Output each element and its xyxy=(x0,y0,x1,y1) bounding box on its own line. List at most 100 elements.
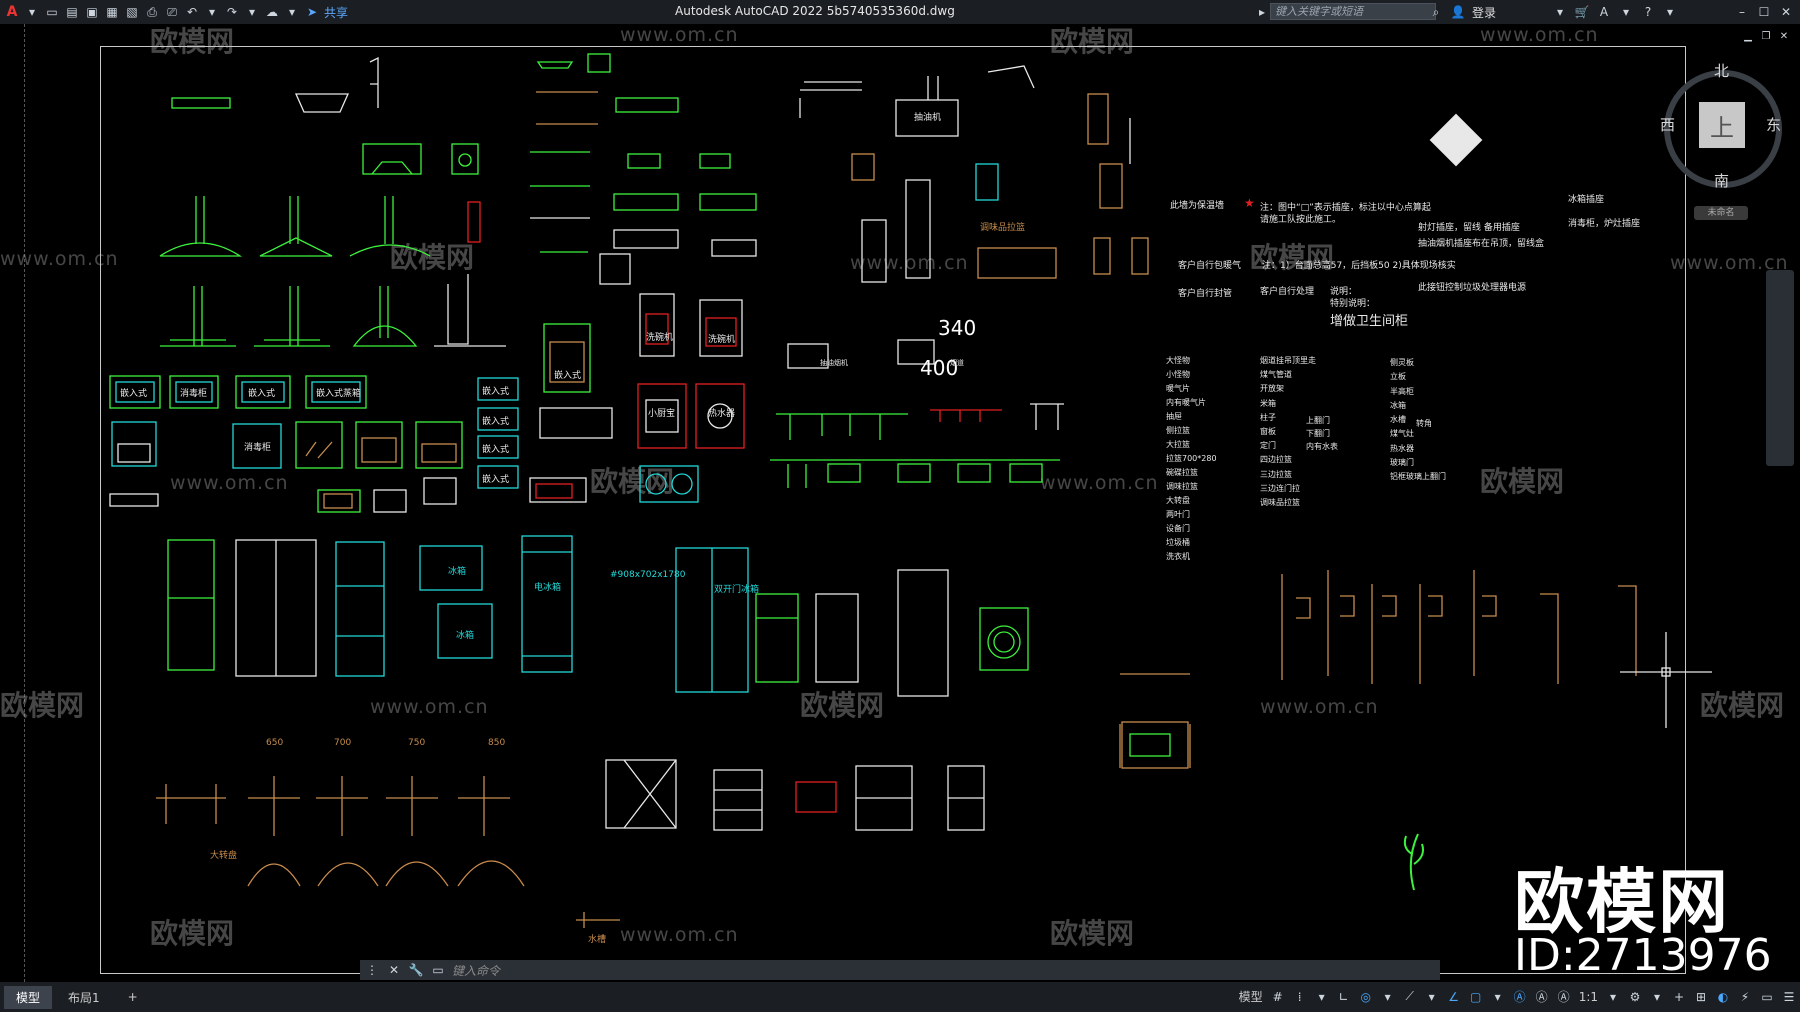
share-arrow-icon[interactable]: ➤ xyxy=(306,5,318,19)
legend-item: 冰箱 xyxy=(1390,400,1406,410)
compass-east[interactable]: 东 xyxy=(1766,116,1782,134)
user-icon[interactable]: 👤 xyxy=(1450,5,1466,19)
model-space-button[interactable]: 模型 xyxy=(1238,990,1263,1004)
object-snap-icon[interactable]: ▢ xyxy=(1470,989,1482,1004)
wcs-menu[interactable]: 未命名 xyxy=(1694,206,1748,220)
scale-dropdown-icon[interactable]: ▾ xyxy=(1609,989,1617,1004)
legend-item: 水槽 xyxy=(1390,415,1406,425)
command-prompt-icon[interactable]: ▭ xyxy=(432,963,444,977)
command-line[interactable]: ⋮ ✕ 🔧 ▭ 键入命令 xyxy=(360,960,1440,980)
command-close-icon[interactable]: ✕ xyxy=(388,963,400,977)
autodesk-a360-icon[interactable]: A xyxy=(1599,5,1609,19)
compass-south[interactable]: 南 xyxy=(1714,172,1730,190)
print-icon[interactable]: ⎚ xyxy=(167,4,177,19)
doc-minimize-icon[interactable]: ▁ xyxy=(1744,30,1752,42)
publish-icon[interactable]: ▧ xyxy=(126,5,138,19)
osnap-dropdown-icon[interactable]: ▾ xyxy=(1494,989,1501,1004)
tab-model[interactable]: 模型 xyxy=(4,985,53,1009)
autocad-app-icon[interactable]: A xyxy=(6,4,18,20)
annotation-scale-icon[interactable]: Ⓐ xyxy=(1557,990,1570,1004)
height-label-700: 700 xyxy=(334,738,352,748)
compass-west[interactable]: 西 xyxy=(1660,116,1676,134)
legend-corner: 转角 xyxy=(1416,419,1432,428)
iso-dropdown-icon[interactable]: ▾ xyxy=(1428,989,1435,1004)
note-bathroom: 增做卫生间柜 xyxy=(1330,314,1409,329)
add-layout-button[interactable]: + xyxy=(127,990,138,1004)
cart-icon[interactable]: 🛒 xyxy=(1574,5,1590,19)
legend-item: 两叶门 xyxy=(1166,510,1190,519)
ortho-icon[interactable]: ∟ xyxy=(1338,989,1349,1004)
viewcube-ring[interactable] xyxy=(1664,70,1782,188)
snap-dropdown-icon[interactable]: ▾ xyxy=(1318,989,1325,1004)
isolate-objects-icon[interactable]: ◐ xyxy=(1717,989,1729,1004)
watermark-text: 欧模网 xyxy=(1050,25,1135,58)
watermark-url-text: www.om.cn xyxy=(850,252,969,274)
search-icon[interactable]: ⌕ xyxy=(1432,4,1440,19)
workspace-dropdown-icon[interactable]: ▾ xyxy=(1653,989,1661,1004)
a360-dropdown-icon[interactable]: ▾ xyxy=(1622,5,1630,19)
hardware-acceleration-icon[interactable]: ⚡ xyxy=(1740,989,1750,1004)
login-dropdown-icon[interactable]: ▾ xyxy=(1556,5,1564,19)
compass-north[interactable]: 北 xyxy=(1714,62,1730,80)
dropdown-arrow-icon[interactable]: ▾ xyxy=(28,5,36,19)
units-icon[interactable]: ⊞ xyxy=(1695,989,1707,1004)
workspace-gear-icon[interactable]: ⚙ xyxy=(1629,989,1641,1004)
new-file-icon[interactable]: ▭ xyxy=(46,5,58,19)
undo-icon[interactable]: ↶ xyxy=(186,5,198,19)
login-button[interactable]: 登录 xyxy=(1471,5,1496,20)
drawing-canvas[interactable]: ▁ ❐ ✕ 欧模网 欧模网 www.om.cn www.om.cn www.om… xyxy=(0,24,1800,982)
command-settings-icon[interactable]: 🔧 xyxy=(408,963,424,977)
auto-scale-icon[interactable]: Ⓐ xyxy=(1535,990,1548,1004)
customize-dropdown-icon[interactable]: ▾ xyxy=(288,5,296,19)
isometric-icon[interactable]: ⟋ xyxy=(1405,989,1414,1003)
annotation-visibility-icon[interactable]: Ⓐ xyxy=(1513,990,1526,1004)
watermark-logo: 欧模网 xyxy=(1050,24,1134,60)
duct-and-appliance-blocks xyxy=(787,65,1149,369)
navigation-bar[interactable] xyxy=(1766,270,1794,466)
help-dropdown-icon[interactable]: ▾ xyxy=(1666,5,1674,19)
legend-item: 柱子 xyxy=(1260,412,1276,422)
share-label[interactable]: 共享 xyxy=(324,5,349,20)
legend-item: 内有暖气片 xyxy=(1166,398,1206,407)
object-snap-tracking-icon[interactable]: ∠ xyxy=(1448,989,1460,1004)
minimize-icon[interactable]: – xyxy=(1739,5,1745,19)
viewcube-top-face[interactable]: 上 xyxy=(1699,102,1745,148)
redo-icon[interactable]: ↷ xyxy=(226,5,238,19)
customization-menu-icon[interactable]: ☰ xyxy=(1783,989,1795,1004)
help-icon[interactable]: ? xyxy=(1644,5,1652,19)
add-icon[interactable]: + xyxy=(1673,989,1685,1004)
kitchen-rail-blocks xyxy=(770,403,1064,488)
note-customer-gas: 客户自行包暖气 xyxy=(1178,261,1242,271)
save-as-icon[interactable]: ▦ xyxy=(106,5,118,19)
search-input[interactable]: 键入关键字或短语 xyxy=(1270,3,1436,20)
clean-screen-icon[interactable]: ▭ xyxy=(1761,989,1773,1004)
legend-item: 开放架 xyxy=(1260,384,1284,394)
plot-icon[interactable]: ⎙ xyxy=(147,4,157,19)
command-grip-icon[interactable]: ⋮ xyxy=(366,963,378,977)
save-icon[interactable]: ▣ xyxy=(86,5,98,19)
legend-item: 调味品拉篮 xyxy=(1260,498,1300,508)
command-input[interactable]: 键入命令 xyxy=(452,963,501,978)
dashed-guide-line xyxy=(24,24,25,982)
maximize-icon[interactable]: ☐ xyxy=(1758,5,1770,19)
share-cloud-icon[interactable]: ☁ xyxy=(266,5,278,19)
snap-icon[interactable]: ⁞ xyxy=(1297,989,1302,1004)
legend-item: 拉篮700*280 xyxy=(1166,454,1217,463)
grid-icon[interactable]: # xyxy=(1272,989,1283,1004)
ice-box-label: 冰箱 xyxy=(448,567,467,577)
polar-tracking-icon[interactable]: ◎ xyxy=(1360,989,1371,1004)
doc-close-icon[interactable]: ✕ xyxy=(1779,30,1789,42)
annotation-scale-value[interactable]: 1:1 xyxy=(1578,989,1598,1004)
search-expand-icon[interactable]: ▸ xyxy=(1258,5,1266,19)
close-icon[interactable]: ✕ xyxy=(1780,5,1792,19)
open-folder-icon[interactable]: ▤ xyxy=(66,5,78,19)
watermark-url-text: www.om.cn xyxy=(370,696,489,718)
polar-dropdown-icon[interactable]: ▾ xyxy=(1384,989,1391,1004)
doc-restore-icon[interactable]: ❐ xyxy=(1761,30,1771,42)
watermark-url: www.om.cn xyxy=(0,248,119,270)
handle-blocks xyxy=(1119,570,1637,769)
tab-layout1[interactable]: 布局1 xyxy=(68,990,100,1005)
undo-dropdown-icon[interactable]: ▾ xyxy=(208,5,216,19)
oven-label: 嵌入式 xyxy=(482,475,510,485)
redo-dropdown-icon[interactable]: ▾ xyxy=(248,5,256,19)
